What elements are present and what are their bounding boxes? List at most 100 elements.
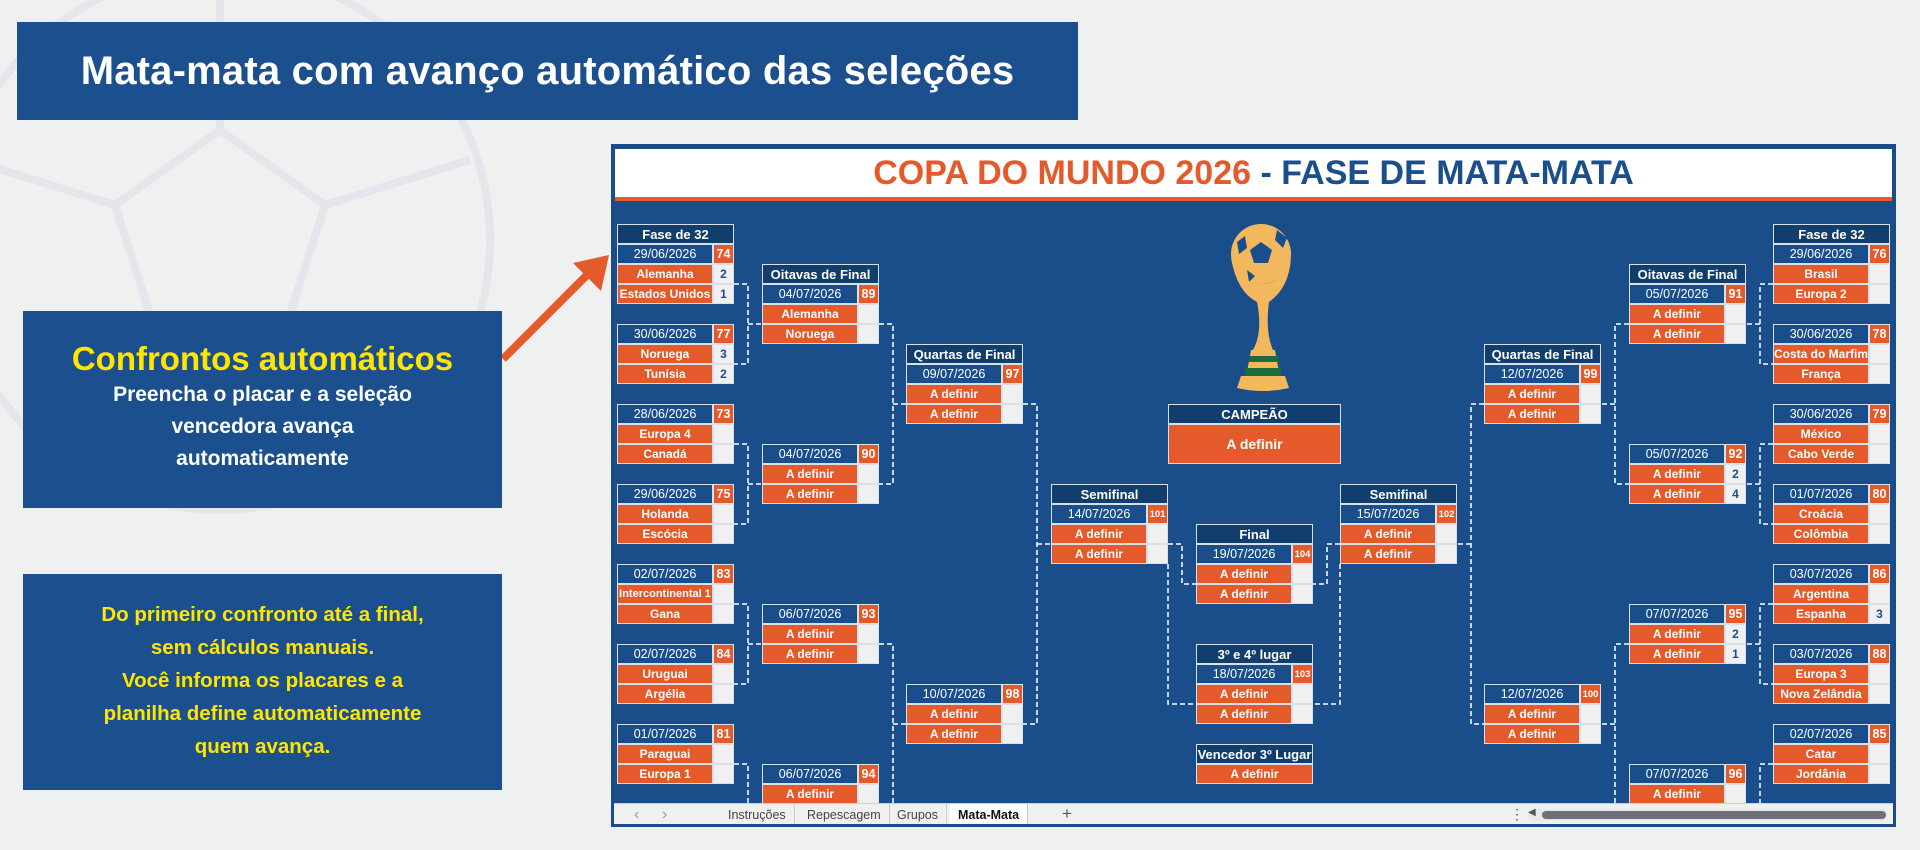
score-input[interactable] bbox=[1869, 344, 1890, 364]
tab-scroll-prev-button[interactable]: ‹ bbox=[634, 806, 640, 823]
score-input[interactable] bbox=[858, 324, 879, 344]
score-input[interactable] bbox=[1869, 664, 1890, 684]
score-input[interactable] bbox=[713, 764, 734, 784]
score-input[interactable] bbox=[1869, 684, 1890, 704]
horizontal-scrollbar[interactable]: ◀ bbox=[1528, 807, 1888, 821]
score-input[interactable] bbox=[1436, 544, 1457, 564]
round-header: Semifinal bbox=[1051, 484, 1168, 504]
score-input[interactable] bbox=[1580, 404, 1601, 424]
score-input[interactable] bbox=[1292, 684, 1313, 704]
team-name: A definir bbox=[906, 404, 1002, 424]
match-number: 96 bbox=[1725, 764, 1746, 784]
score-input[interactable]: 2 bbox=[1725, 624, 1746, 644]
score-input[interactable] bbox=[1292, 584, 1313, 604]
match-number: 80 bbox=[1869, 484, 1890, 504]
score-input[interactable] bbox=[1002, 704, 1023, 724]
score-input[interactable] bbox=[858, 784, 879, 804]
score-input[interactable] bbox=[1436, 524, 1457, 544]
score-input[interactable] bbox=[713, 584, 734, 604]
score-input[interactable] bbox=[1869, 444, 1890, 464]
match-date: 15/07/2026 bbox=[1340, 504, 1436, 524]
score-input[interactable]: 1 bbox=[713, 284, 734, 304]
score-input[interactable] bbox=[1725, 324, 1746, 344]
team-name: A definir bbox=[1484, 404, 1580, 424]
team-name: Alemanha bbox=[617, 264, 713, 284]
score-input[interactable]: 2 bbox=[1725, 464, 1746, 484]
score-input[interactable] bbox=[1580, 704, 1601, 724]
team-name: Alemanha bbox=[762, 304, 858, 324]
score-input[interactable]: 2 bbox=[713, 264, 734, 284]
connector-line bbox=[734, 443, 762, 525]
score-input[interactable] bbox=[1869, 364, 1890, 384]
score-input[interactable]: 1 bbox=[1725, 644, 1746, 664]
score-input[interactable] bbox=[858, 644, 879, 664]
score-input[interactable] bbox=[713, 524, 734, 544]
score-input[interactable] bbox=[713, 504, 734, 524]
score-input[interactable] bbox=[713, 444, 734, 464]
team-name: A definir bbox=[1629, 784, 1725, 804]
match-date: 07/07/2026 bbox=[1629, 764, 1725, 784]
team-name: Europa 3 bbox=[1773, 664, 1869, 684]
score-input[interactable] bbox=[1580, 724, 1601, 744]
connector-line bbox=[1313, 543, 1340, 585]
score-input[interactable] bbox=[858, 304, 879, 324]
match-number: 94 bbox=[858, 764, 879, 784]
score-input[interactable] bbox=[1869, 764, 1890, 784]
team-name: México bbox=[1773, 424, 1869, 444]
score-input[interactable] bbox=[713, 744, 734, 764]
connector-line bbox=[1747, 443, 1773, 525]
match-date: 10/07/2026 bbox=[906, 684, 1002, 704]
match-date: 29/06/2026 bbox=[617, 484, 713, 504]
match-number: 93 bbox=[858, 604, 879, 624]
score-input[interactable] bbox=[1869, 424, 1890, 444]
score-input[interactable] bbox=[1002, 404, 1023, 424]
team-name: Croácia bbox=[1773, 504, 1869, 524]
score-input[interactable] bbox=[1292, 564, 1313, 584]
score-input[interactable] bbox=[1147, 544, 1168, 564]
match-number: 104 bbox=[1292, 544, 1313, 564]
scrollbar-thumb[interactable] bbox=[1542, 811, 1886, 819]
scroll-left-button[interactable]: ◀ bbox=[1528, 807, 1536, 818]
score-input[interactable] bbox=[1725, 304, 1746, 324]
score-input[interactable] bbox=[858, 484, 879, 504]
score-input[interactable] bbox=[1580, 384, 1601, 404]
score-input[interactable] bbox=[713, 424, 734, 444]
tab-splitter-handle[interactable]: ⋮ bbox=[1510, 806, 1524, 822]
score-input[interactable] bbox=[1869, 584, 1890, 604]
match-number: 78 bbox=[1869, 324, 1890, 344]
score-input[interactable] bbox=[1002, 724, 1023, 744]
score-input[interactable] bbox=[1002, 384, 1023, 404]
score-input[interactable] bbox=[1869, 284, 1890, 304]
match-date: 05/07/2026 bbox=[1629, 284, 1725, 304]
score-input[interactable] bbox=[713, 604, 734, 624]
page-banner-title: Mata-mata com avanço automático das sele… bbox=[17, 22, 1078, 120]
connector-line bbox=[1759, 763, 1773, 820]
score-input[interactable] bbox=[1147, 524, 1168, 544]
score-input[interactable] bbox=[713, 684, 734, 704]
tab-instrucoes[interactable]: Instruções bbox=[720, 804, 795, 824]
score-input[interactable] bbox=[1869, 524, 1890, 544]
score-input[interactable]: 2 bbox=[713, 364, 734, 384]
score-input[interactable]: 3 bbox=[713, 344, 734, 364]
tab-repescagem[interactable]: Repescagem bbox=[799, 804, 890, 824]
score-input[interactable] bbox=[1725, 784, 1746, 804]
score-input[interactable]: 4 bbox=[1725, 484, 1746, 504]
champion-header: CAMPEÃO bbox=[1168, 404, 1341, 424]
callout-line: quem avança. bbox=[194, 735, 331, 758]
team-name: Argentina bbox=[1773, 584, 1869, 604]
score-input[interactable] bbox=[858, 624, 879, 644]
team-name: Paraguai bbox=[617, 744, 713, 764]
team-name: Europa 4 bbox=[617, 424, 713, 444]
tab-scroll-next-button[interactable]: › bbox=[662, 806, 668, 823]
score-input[interactable] bbox=[1869, 504, 1890, 524]
score-input[interactable] bbox=[1869, 744, 1890, 764]
score-input[interactable] bbox=[858, 464, 879, 484]
score-input[interactable] bbox=[713, 664, 734, 684]
tab-mata-mata[interactable]: Mata-Mata bbox=[950, 804, 1029, 824]
add-sheet-button[interactable]: + bbox=[1062, 804, 1072, 823]
tab-grupos[interactable]: Grupos bbox=[889, 804, 947, 824]
score-input[interactable] bbox=[1292, 704, 1313, 724]
connector-line bbox=[1168, 543, 1196, 585]
score-input[interactable]: 3 bbox=[1869, 604, 1890, 624]
score-input[interactable] bbox=[1869, 264, 1890, 284]
